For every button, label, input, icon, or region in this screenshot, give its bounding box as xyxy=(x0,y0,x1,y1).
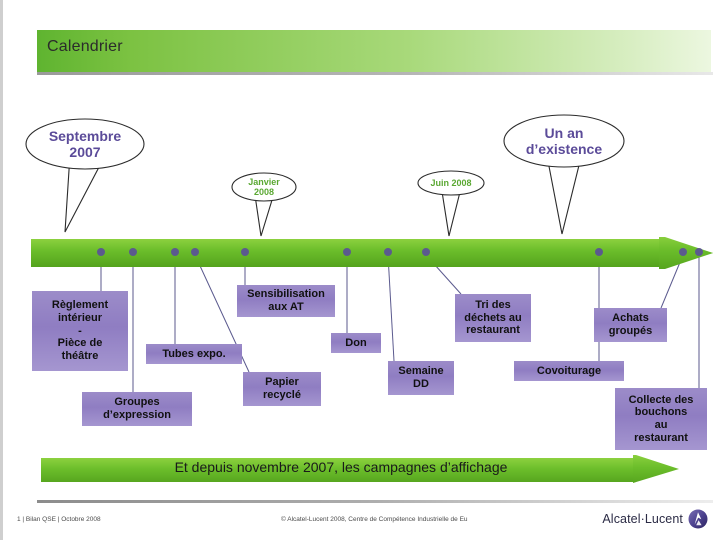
alcatel-lucent-logo: Alcatel·Lucent xyxy=(602,509,708,529)
label-line: Règlement xyxy=(51,299,109,312)
footer-copyright-text: © Alcatel-Lucent 2008, Centre de Compéte… xyxy=(281,516,468,523)
callout-shape xyxy=(231,172,297,237)
connector-line xyxy=(387,254,395,362)
callout-line: 2008 xyxy=(253,187,275,198)
label-line: Groupes xyxy=(114,396,160,409)
label-line: intérieur xyxy=(57,312,102,325)
label-line: au xyxy=(654,419,668,431)
label-line: aux AT xyxy=(268,301,304,313)
timeline-dot xyxy=(241,248,249,256)
callout-line: Un an xyxy=(544,125,584,141)
label-line: recyclé xyxy=(263,389,301,401)
label-line: restaurant xyxy=(466,324,520,337)
timeline-dot xyxy=(422,248,430,256)
timeline-dot xyxy=(171,248,179,256)
label-line: Papier xyxy=(265,376,299,389)
label-line: Sensibilisation xyxy=(247,288,325,301)
timeline-dot xyxy=(595,248,603,256)
label-line: Achats xyxy=(612,312,649,325)
label-line: Collecte des xyxy=(628,393,694,406)
callout-shape xyxy=(25,118,145,233)
label-line: déchets au xyxy=(464,311,522,324)
alcatel-lucent-mark-icon xyxy=(688,509,708,529)
label-line: Semaine xyxy=(398,365,444,378)
label-box-tubes-expo: Tubes expo. xyxy=(146,344,242,364)
label-line: Covoiturage xyxy=(536,364,602,377)
page-title: Calendrier xyxy=(47,38,123,55)
bottom-banner-text: Et depuis novembre 2007, les campagnes d… xyxy=(174,459,508,475)
label-line: - xyxy=(78,324,82,337)
label-line: Pièce de xyxy=(57,337,103,350)
label-line: Tri des xyxy=(475,299,511,312)
timeline-dot xyxy=(97,248,105,256)
label-box-text: Tubes expo. xyxy=(162,348,225,361)
callout-shape xyxy=(503,114,625,235)
label-box-text: Covoiturage xyxy=(537,365,601,378)
timeline-dot xyxy=(679,248,687,256)
footer-divider xyxy=(37,500,713,503)
label-box-covoiturage: Covoiturage xyxy=(514,361,624,381)
callout-line: d’existence xyxy=(525,141,603,158)
timeline-dot xyxy=(384,248,392,256)
label-box-don: Don xyxy=(331,333,381,353)
bottom-banner-arrow xyxy=(41,455,679,483)
callout-line: Septembre xyxy=(48,128,122,144)
title-underline xyxy=(37,72,713,75)
timeline-dot xyxy=(343,248,351,256)
label-line: Tubes expo. xyxy=(162,347,226,360)
timeline-dot xyxy=(129,248,137,256)
callout-shape xyxy=(417,170,485,237)
title-bar xyxy=(37,30,711,72)
label-line: Don xyxy=(345,336,367,349)
label-line: bouchons xyxy=(634,406,688,419)
label-line: théâtre xyxy=(61,349,99,362)
callout-juin-2008: Juin 2008 xyxy=(417,170,485,237)
label-line: d’expression xyxy=(103,409,171,421)
callout-label: Juin 2008 xyxy=(417,178,485,188)
callout-line: Juin 2008 xyxy=(430,178,472,188)
callout-line: 2007 xyxy=(69,144,101,161)
footer-left-text: 1 | Bilan QSE | Octobre 2008 xyxy=(17,516,101,523)
label-line: restaurant xyxy=(634,431,688,444)
label-box-text: Don xyxy=(345,337,366,350)
label-line: groupés xyxy=(608,325,653,337)
callout-line: Janvier xyxy=(248,177,280,187)
timeline-dot xyxy=(695,248,703,256)
logo-text: Alcatel·Lucent xyxy=(602,512,683,526)
timeline-dot xyxy=(191,248,199,256)
label-line: DD xyxy=(413,378,429,390)
